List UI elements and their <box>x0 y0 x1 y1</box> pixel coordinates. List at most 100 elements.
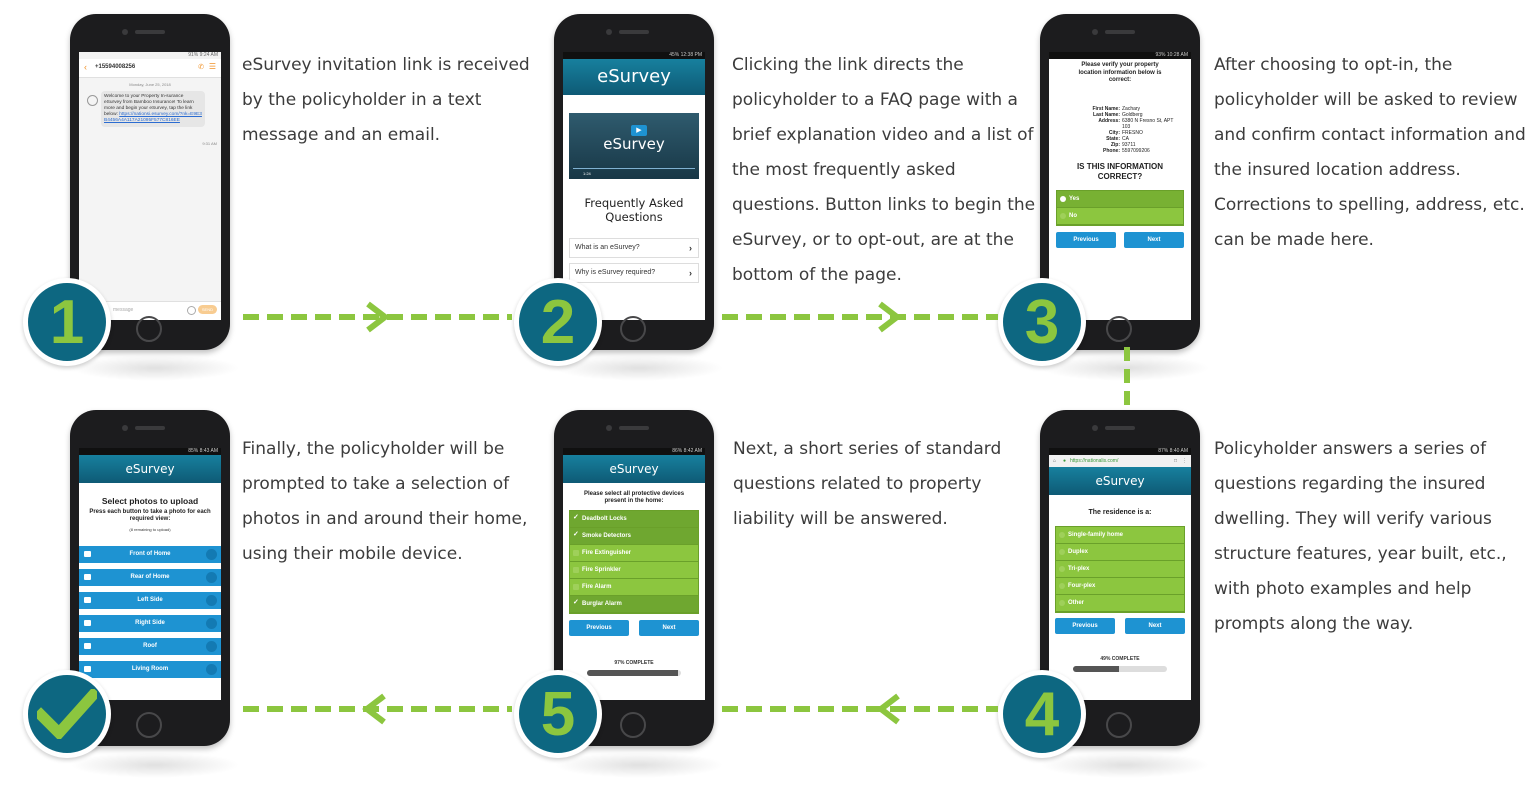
checkbox-icon <box>573 584 579 590</box>
field-value: Zachary <box>1122 105 1141 112</box>
device-option[interactable]: ✓Burglar Alarm <box>570 596 698 613</box>
send-button[interactable]: SEND <box>197 305 217 314</box>
home-icon[interactable]: ⌂ <box>1053 458 1057 464</box>
phone-call-icon[interactable]: ✆ <box>198 64 204 71</box>
next-button[interactable]: Next <box>1125 618 1185 634</box>
video-time: 1:24 <box>583 171 591 176</box>
esurvey-logo: eSurvey <box>1095 474 1145 488</box>
step-badge-2: 2 <box>514 278 602 366</box>
verify-field-row: Address:6380 N Fresno St, APT 103 <box>1063 118 1183 130</box>
photo-button[interactable]: Roof <box>79 638 221 655</box>
faq-item[interactable]: Why is eSurvey required?› <box>569 263 699 283</box>
nav-buttons: Previous Next <box>569 620 699 636</box>
step-badge-check <box>23 670 111 758</box>
option-yes[interactable]: Yes <box>1057 190 1183 208</box>
checkbox-checked-icon: ✓ <box>573 531 579 538</box>
emoji-icon[interactable] <box>187 306 196 315</box>
sms-header: ‹ +15594008256 ✆ ☰ <box>79 59 221 78</box>
previous-button[interactable]: Previous <box>1056 231 1116 248</box>
devices-question: Please select all protective devices pre… <box>583 491 685 504</box>
residence-option[interactable]: Other <box>1056 595 1184 612</box>
residence-option[interactable]: Single-family home <box>1056 527 1184 544</box>
phone-camera <box>122 29 128 35</box>
device-option[interactable]: Fire Alarm <box>570 579 698 596</box>
status-circle-icon <box>206 641 217 652</box>
phone-speaker <box>1105 30 1135 34</box>
home-button <box>136 316 162 342</box>
device-option[interactable]: ✓Smoke Detectors <box>570 528 698 545</box>
step-3-text: After choosing to opt-in, the policyhold… <box>1214 55 1526 250</box>
verify-field-row: Last Name:Goldberg <box>1063 112 1183 118</box>
tabs-icon[interactable]: □ <box>1173 458 1177 464</box>
photo-button[interactable]: Right Side <box>79 615 221 632</box>
phone-camera <box>1092 425 1098 431</box>
residence-option[interactable]: Four-plex <box>1056 578 1184 595</box>
radio-icon <box>1059 532 1065 538</box>
play-icon[interactable]: ▶ <box>631 125 647 136</box>
intro-video[interactable]: eSurvey ▶ 1:24 <box>569 113 699 179</box>
progress-track <box>587 670 681 676</box>
url-field[interactable]: https://nationalis.com/ <box>1070 458 1119 464</box>
previous-button[interactable]: Previous <box>1055 618 1115 634</box>
status-bar: 93% 10:28 AM <box>1049 52 1191 59</box>
chevron-right-icon: › <box>689 243 692 253</box>
back-icon[interactable]: ‹ <box>84 62 87 72</box>
status-circle-icon <box>206 549 217 560</box>
field-label: First Name: <box>1092 105 1120 112</box>
sms-message: Welcome to your Property In-surance eSur… <box>104 94 194 117</box>
faq-title: Frequently Asked Questions <box>584 196 684 224</box>
photo-button[interactable]: Living Room <box>79 661 221 678</box>
option-no[interactable]: No <box>1057 207 1183 225</box>
photo-button[interactable]: Front of Home <box>79 546 221 563</box>
device-option[interactable]: Fire Sprinkler <box>570 562 698 579</box>
photo-button[interactable]: Rear of Home <box>79 569 221 586</box>
next-button[interactable]: Next <box>639 620 699 636</box>
step-4-text: Policyholder answers a series of questio… <box>1214 439 1507 634</box>
checkbox-checked-icon: ✓ <box>573 599 579 606</box>
checkbox-icon <box>573 567 579 573</box>
field-value: FRESNO <box>1122 129 1143 136</box>
photo-button[interactable]: Left Side <box>79 592 221 609</box>
device-option[interactable]: Fire Extinguisher <box>570 545 698 562</box>
menu-icon[interactable]: ☰ <box>208 62 216 71</box>
radio-icon <box>1059 566 1065 572</box>
progress-label: 49% COMPLETE <box>1100 656 1140 662</box>
radio-icon <box>1059 600 1065 606</box>
faq-item[interactable]: What is an eSurvey?› <box>569 238 699 258</box>
esurvey-logo: eSurvey <box>125 462 175 476</box>
residence-screen: 87% 8:40 AM ⌂ ● https://nationalis.com/ … <box>1049 448 1191 700</box>
progress-fill <box>1073 666 1120 672</box>
overflow-icon[interactable]: ⋮ <box>1182 458 1187 464</box>
progress-label: 97% COMPLETE <box>614 660 654 666</box>
progress-fill <box>587 670 679 676</box>
checkbox-icon <box>573 550 579 556</box>
field-value: 93711 <box>1122 141 1136 148</box>
esurvey-header: eSurvey <box>1049 467 1191 495</box>
browser-bar: ⌂ ● https://nationalis.com/ □ ⋮ <box>1049 455 1191 467</box>
previous-button[interactable]: Previous <box>569 620 629 636</box>
field-label: City: <box>1108 129 1120 136</box>
esurvey-logo: eSurvey <box>597 66 671 87</box>
device-option[interactable]: ✓Deadbolt Locks <box>570 511 698 528</box>
status-circle-icon <box>206 572 217 583</box>
checkbox-checked-icon: ✓ <box>573 514 579 521</box>
verify-field-row: State:CA <box>1063 136 1183 142</box>
video-progress[interactable] <box>573 168 695 169</box>
phone-shadow <box>70 752 240 778</box>
verify-heading: Please verify your property location inf… <box>1078 62 1162 83</box>
phone-camera <box>122 425 128 431</box>
field-value: 6380 N Fresno St, APT 103 <box>1122 117 1174 130</box>
phone-speaker <box>619 30 649 34</box>
residence-option[interactable]: Duplex <box>1056 544 1184 561</box>
sms-date: Monday, June 25, 2018 <box>129 82 171 87</box>
esurvey-header: eSurvey <box>563 59 705 95</box>
sms-screen: 91% 9:24 AM ‹ +15594008256 ✆ ☰ Monday, J… <box>79 52 221 320</box>
sms-link[interactable]: https://nationsi.esurvey.com/?nk=E9E3B44… <box>104 112 202 123</box>
residence-option[interactable]: Tri-plex <box>1056 561 1184 578</box>
field-value: CA <box>1122 135 1129 142</box>
sms-contact: +15594008256 <box>95 64 136 70</box>
message-input[interactable]: message <box>113 307 134 313</box>
next-button[interactable]: Next <box>1124 231 1184 248</box>
